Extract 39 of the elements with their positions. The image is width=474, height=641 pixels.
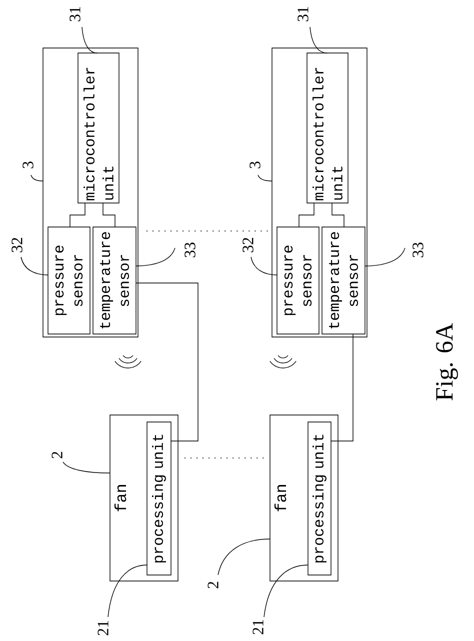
leader-line [30,174,44,182]
leader-line [108,564,148,618]
connection-line [102,202,116,228]
leader-line [82,26,98,54]
connection-line [332,202,344,228]
connection-line [298,202,314,228]
leader-line [62,462,110,474]
leader-line [20,256,48,276]
connection-line [136,282,198,442]
reference-number: 32 [242,238,254,252]
reference-number: 31 [70,6,80,22]
module-box [42,48,138,338]
reference-number: 33 [184,242,196,258]
connection-line [330,334,354,442]
connection-line [70,202,86,228]
module-box [272,48,368,338]
reference-number: 3 [250,162,260,168]
leader-line [136,248,176,266]
figure-caption: Fig. 6A [436,323,458,400]
sensor-box: pressure sensor [48,226,90,334]
leader-line [258,174,272,182]
leader-line [218,538,270,576]
sensor-box: temperature sensor [92,226,136,334]
sensor-box: pressure sensor [276,226,320,334]
reference-number: 21 [98,620,108,636]
reference-number: 2 [52,452,62,458]
leader-line [310,26,328,54]
leader-line [364,248,406,266]
sensor-box: temperature sensor [322,226,366,334]
reference-number: 32 [12,238,22,252]
reference-number: 2 [208,582,218,588]
reference-number: 3 [22,162,34,168]
processing-unit-box: processing unit [308,422,332,576]
reference-number: 31 [298,6,308,22]
reference-number: 33 [412,242,424,258]
processing-unit-box: processing unit [146,422,172,576]
leader-line [264,564,308,618]
reference-number: 21 [252,620,264,634]
leader-line [250,256,278,276]
